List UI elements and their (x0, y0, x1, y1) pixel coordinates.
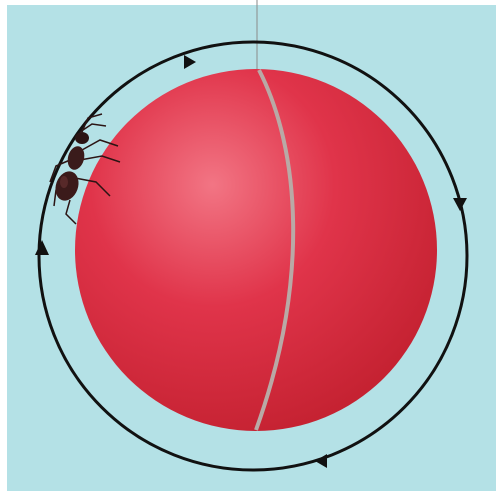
red-ball (75, 69, 437, 431)
orbit-arrow-right (453, 198, 467, 211)
orbit-arrow-bottom (315, 454, 327, 468)
orbit-arrow-top (184, 55, 196, 69)
